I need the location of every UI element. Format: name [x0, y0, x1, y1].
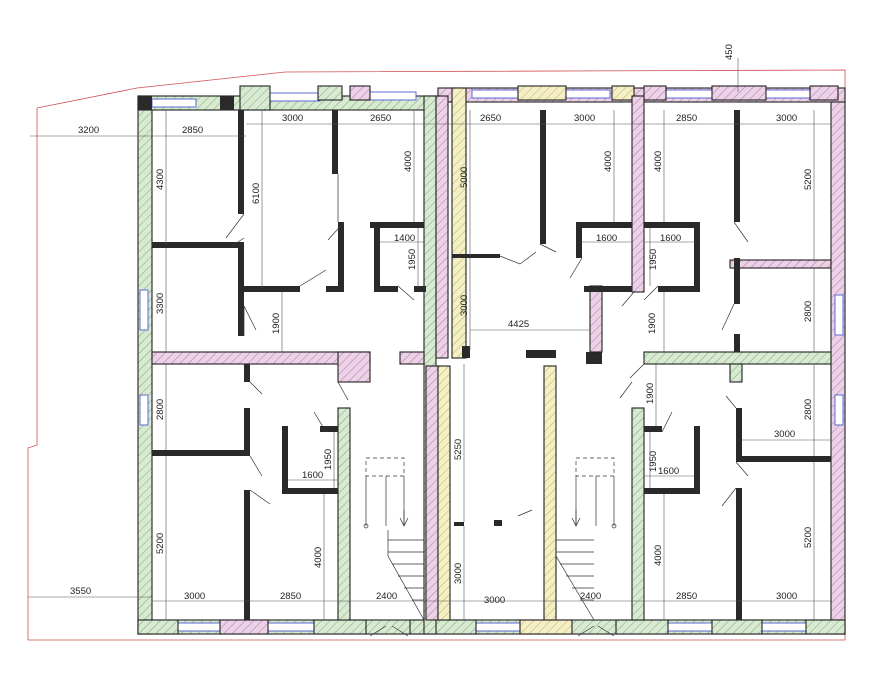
dim-1600-c: 1600	[302, 470, 323, 481]
dim-5200-bottom-left: 5200	[155, 533, 166, 554]
dim-1900-c: 1900	[645, 383, 656, 404]
dim-4425: 4425	[508, 319, 529, 330]
dim-1950-d: 1950	[648, 451, 659, 472]
dim-1900-a: 1900	[271, 313, 282, 334]
dim-2650-top-left: 2650	[370, 113, 391, 124]
dim-5200-top-right: 5200	[803, 169, 814, 190]
dim-3000-bottom-right: 3000	[776, 591, 797, 602]
dim-1950-a: 1950	[407, 249, 418, 270]
dim-1950-b: 1950	[648, 249, 659, 270]
dim-1950-c: 1950	[323, 449, 334, 470]
dim-6100: 6100	[251, 183, 262, 204]
partition-walls	[152, 110, 831, 620]
dim-1400: 1400	[394, 233, 415, 244]
dim-5000: 5000	[459, 167, 470, 188]
dim-2850-bottom-left: 2850	[280, 591, 301, 602]
dim-1600-b: 1600	[660, 233, 681, 244]
dim-450: 450	[724, 44, 735, 60]
dim-3000-top-mid: 3000	[574, 113, 595, 124]
dim-2400-bottom-left: 2400	[376, 591, 397, 602]
dim-5200-bottom-right: 5200	[803, 527, 814, 548]
dim-3000-top-left: 3000	[282, 113, 303, 124]
dim-3000-right-mid: 3000	[774, 429, 795, 440]
dim-1600-d: 1600	[658, 466, 679, 477]
dim-1600-a: 1600	[596, 233, 617, 244]
dim-2850-bottom-right: 2850	[676, 591, 697, 602]
stair-right	[555, 457, 617, 621]
dim-2850-top-right: 2850	[676, 113, 697, 124]
dim-2800-b: 2800	[803, 399, 814, 420]
dim-3000-bottom-mid-v: 3000	[453, 563, 464, 584]
dim-4000-a: 4000	[403, 151, 414, 172]
dim-2400-bottom-right: 2400	[580, 591, 601, 602]
dim-2850-top-left: 2850	[182, 125, 203, 136]
doors	[225, 174, 749, 637]
dim-2800-left: 2800	[155, 399, 166, 420]
dim-3300: 3300	[155, 293, 166, 314]
dim-4000-b: 4000	[603, 151, 614, 172]
dimension-lines	[28, 58, 832, 620]
dim-2800-a: 2800	[803, 301, 814, 322]
dim-3000-mid: 3000	[459, 295, 470, 316]
stair-left	[363, 457, 425, 621]
dim-5250: 5250	[453, 439, 464, 460]
dim-2650-top-right: 2650	[480, 113, 501, 124]
dim-4000-e: 4000	[653, 545, 664, 566]
dim-3200: 3200	[78, 125, 99, 136]
dim-4300: 4300	[155, 169, 166, 190]
dim-3000-top-right: 3000	[776, 113, 797, 124]
dim-4000-c: 4000	[653, 151, 664, 172]
dim-1900-b: 1900	[647, 313, 658, 334]
dim-4000-d: 4000	[313, 547, 324, 568]
wall-piers	[137, 85, 846, 635]
interior-walls	[151, 87, 832, 635]
dim-3000-bottom-left: 3000	[184, 591, 205, 602]
dim-3000-bottom-mid: 3000	[484, 595, 505, 606]
dimension-texts: 450 3200 2850 3000 2650 2650 3000 2850 3…	[70, 44, 814, 606]
dim-3550: 3550	[70, 586, 91, 597]
